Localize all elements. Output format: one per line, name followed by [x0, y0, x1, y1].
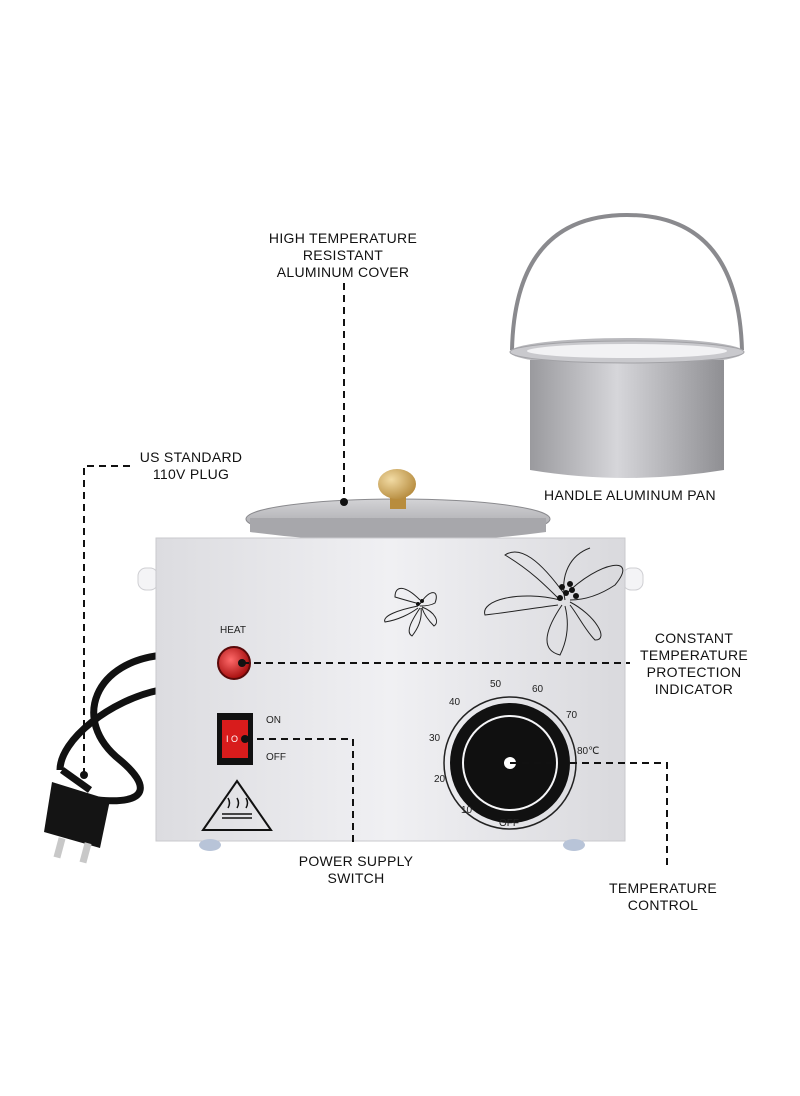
dial-tick-70: 70	[566, 710, 578, 721]
power-cord	[56, 651, 166, 805]
switch-callout-label: POWER SUPPLY SWITCH	[298, 853, 414, 886]
aluminum-cover	[245, 469, 551, 542]
dial-tick-20: 20	[434, 774, 446, 785]
dial-tick-10: 10	[461, 805, 473, 816]
handle-aluminum-pan	[509, 212, 745, 478]
hot-surface-warning-icon	[201, 779, 273, 831]
indicator-callout-label: CONSTANT TEMPERATURE PROTECTION INDICATO…	[639, 630, 749, 697]
dial-tick-50: 50	[490, 679, 502, 690]
callout-dots	[80, 498, 348, 779]
dial-tick-40: 40	[449, 697, 461, 708]
flower-stamens	[416, 581, 579, 606]
floral-decoration	[384, 547, 624, 656]
control-callout-label: TEMPERATURE CONTROL	[608, 880, 718, 913]
switch-off-label: OFF	[266, 752, 286, 763]
us-plug	[44, 782, 110, 864]
dial-tick-60: 60	[532, 684, 544, 695]
switch-glyph: I O	[226, 734, 239, 744]
dial-tick-off: OFF	[499, 818, 519, 829]
heat-indicator-light	[217, 646, 251, 680]
cover-callout-label: HIGH TEMPERATURE RESISTANT ALUMINUM COVE…	[268, 230, 418, 280]
heat-label: HEAT	[220, 625, 246, 636]
power-switch	[217, 713, 253, 765]
plug-callout-line	[83, 465, 130, 775]
switch-callout-line	[245, 738, 354, 845]
plug-callout-label: US STANDARD 110V PLUG	[139, 449, 243, 482]
callout-lines	[83, 283, 668, 870]
dial-tick-80c: 80℃	[577, 746, 600, 757]
switch-on-label: ON	[266, 715, 281, 726]
pan-callout-label: HANDLE ALUMINUM PAN	[544, 487, 716, 503]
control-callout-line	[510, 762, 668, 870]
dial-tick-30: 30	[429, 733, 441, 744]
